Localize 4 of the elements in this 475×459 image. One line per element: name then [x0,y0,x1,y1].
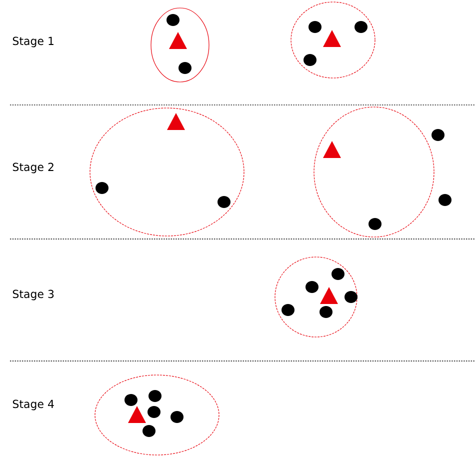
stage-label: Stage 4 [12,400,54,410]
stage-label: Stage 3 [12,290,54,300]
stage-label: Stage 2 [12,162,54,174]
stage-label: Stage 1 [12,36,54,48]
